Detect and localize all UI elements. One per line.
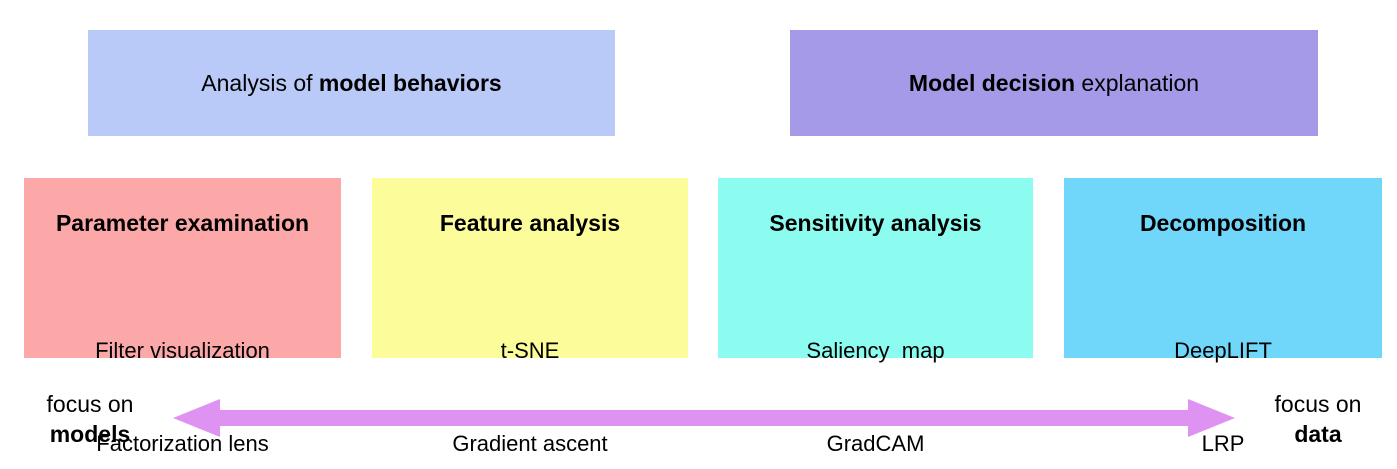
method-item: Saliency map (806, 338, 945, 363)
method-item: DeepLIFT (1174, 338, 1272, 363)
banner-text: Model decision explanation (908, 69, 1200, 96)
category-items: Saliency map GradCAM (718, 273, 1033, 469)
banner-text: Analysis of model behaviors (201, 69, 502, 96)
method-item: t-SNE (500, 338, 560, 363)
category-items: DeepLIFT LRP (1064, 273, 1382, 469)
method-item: GradCAM (826, 431, 925, 456)
axis-label-focus-on-models: focus on models (18, 389, 162, 449)
category-items: t-SNE Gradient ascent (372, 273, 688, 469)
banner-model-decision-explanation: Model decision explanation (790, 30, 1318, 136)
banner-analysis-of-model-behaviors: Analysis of model behaviors (88, 30, 615, 136)
category-items: Filter visualization Factorization lens (24, 273, 341, 469)
method-item: Factorization lens (96, 431, 269, 456)
category-sensitivity-analysis: Sensitivity analysis Saliency map GradCA… (718, 178, 1033, 456)
category-title: Sensitivity analysis (769, 210, 982, 236)
double-arrow-shape (173, 399, 1235, 437)
axis-label-line: focus on (1274, 391, 1362, 417)
models-data-axis-arrow (173, 399, 1235, 437)
axis-label-focus-on-data: focus on data (1246, 389, 1390, 449)
category-title: Feature analysis (439, 210, 621, 236)
category-feature-analysis: Feature analysis t-SNE Gradient ascent (372, 178, 688, 456)
method-item: Filter visualization (95, 338, 270, 363)
axis-label-line: focus on (46, 391, 134, 417)
axis-label-line: data (1294, 421, 1342, 447)
method-item: Gradient ascent (452, 431, 608, 456)
category-title: Decomposition (1139, 210, 1307, 236)
category-decomposition: Decomposition DeepLIFT LRP (1064, 178, 1382, 456)
category-title: Parameter examination (55, 210, 310, 236)
axis-label-line: models (49, 421, 131, 447)
category-parameter-examination: Parameter examination Filter visualizati… (24, 178, 341, 456)
method-item: LRP (1201, 431, 1245, 456)
